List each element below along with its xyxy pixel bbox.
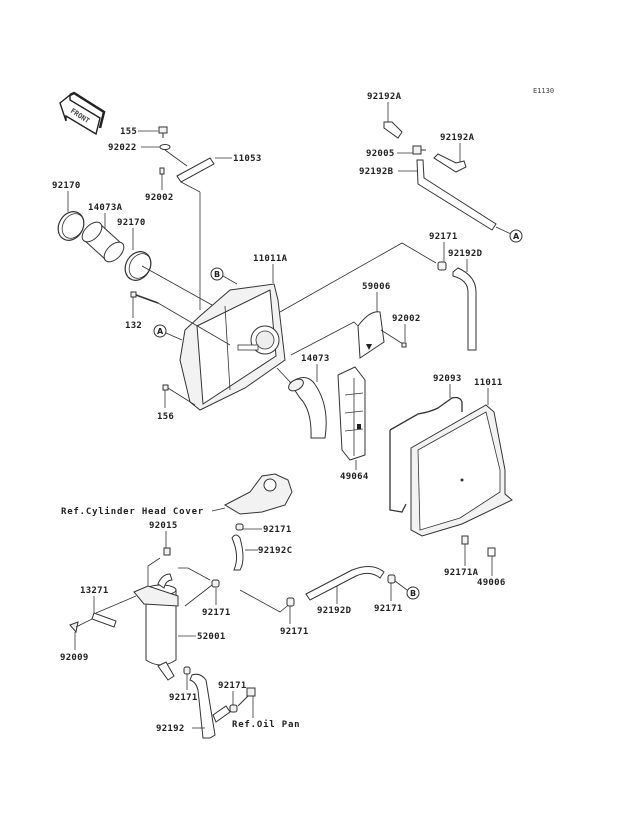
cover-11011 bbox=[410, 404, 513, 537]
label-92192D-top: 92192D bbox=[448, 249, 483, 259]
label-92002-top: 92002 bbox=[145, 193, 174, 203]
oil-pan-fitting bbox=[237, 687, 256, 707]
label-92171-top: 92171 bbox=[429, 232, 458, 242]
breather-52001 bbox=[133, 573, 179, 666]
label-155: 155 bbox=[120, 127, 137, 137]
clamp-92171-top bbox=[437, 261, 447, 271]
label-92171-h: 92171 bbox=[218, 681, 247, 691]
label-92192A-a: 92192A bbox=[367, 92, 402, 102]
label-14073A: 14073A bbox=[88, 203, 123, 213]
label-92170-b: 92170 bbox=[117, 218, 146, 228]
gasket-92093 bbox=[389, 396, 463, 513]
ref-b-label-top: B bbox=[214, 270, 220, 279]
cylinder-head-cover-ref bbox=[223, 473, 293, 515]
label-92005: 92005 bbox=[366, 149, 395, 159]
screw-92002 bbox=[159, 167, 165, 175]
label-92171-g: 92171 bbox=[169, 693, 198, 703]
label-92171-e: 92171 bbox=[280, 627, 309, 637]
ref-b-label-bottom: B bbox=[410, 589, 416, 598]
pin-13271 bbox=[91, 612, 117, 628]
front-arrow-icon: FRONT bbox=[59, 91, 106, 136]
screw-92002-mid bbox=[401, 342, 407, 348]
hose-92192A-a bbox=[383, 121, 403, 139]
cover-59006 bbox=[357, 311, 385, 359]
label-92192C: 92192C bbox=[258, 546, 292, 556]
bolt-156 bbox=[162, 384, 169, 391]
label-52001: 52001 bbox=[197, 632, 226, 642]
duct-14073A bbox=[81, 221, 125, 263]
label-92171A: 92171A bbox=[444, 568, 479, 578]
ref-a-label-right: A bbox=[513, 232, 520, 241]
clamp-92171-d bbox=[211, 579, 220, 588]
ref-b-circle-top bbox=[210, 267, 224, 281]
label-156: 156 bbox=[157, 412, 174, 422]
label-11011: 11011 bbox=[474, 378, 503, 388]
label-ref-oil-pan: Ref.Oil Pan bbox=[232, 719, 300, 730]
clamp-92171-h bbox=[229, 704, 238, 713]
element-49064 bbox=[337, 366, 366, 461]
label-14073: 14073 bbox=[301, 354, 330, 364]
hose-92192C bbox=[231, 534, 244, 571]
duct-14073 bbox=[289, 377, 327, 439]
hose-92192A-b bbox=[433, 153, 467, 173]
washer-92022 bbox=[159, 144, 171, 150]
hose-92192D-bottom bbox=[305, 566, 385, 601]
bracket-11053 bbox=[176, 157, 215, 183]
bolt-92009 bbox=[69, 621, 79, 634]
clamp-92171-g bbox=[183, 666, 191, 675]
diagram-code: E1130 bbox=[533, 87, 554, 95]
clamp-92170-b bbox=[124, 251, 152, 281]
label-49064: 49064 bbox=[340, 472, 369, 482]
label-92009: 92009 bbox=[60, 653, 89, 663]
clamp-92171-e bbox=[286, 597, 295, 607]
label-11011A: 11011A bbox=[253, 254, 288, 264]
label-49006: 49006 bbox=[477, 578, 506, 588]
label-11053: 11053 bbox=[233, 154, 262, 164]
label-92171-f: 92171 bbox=[374, 604, 403, 614]
ref-b-circle-bottom bbox=[406, 586, 420, 600]
clamp-92171-c bbox=[235, 523, 244, 531]
label-132: 132 bbox=[125, 321, 142, 331]
label-92192A-b: 92192A bbox=[440, 133, 475, 143]
ref-a-label-left: A bbox=[157, 327, 164, 336]
bolt-155 bbox=[158, 126, 168, 138]
label-92192B: 92192B bbox=[359, 167, 394, 177]
hose-92192D-top bbox=[452, 267, 477, 351]
hose-92192B bbox=[416, 159, 497, 231]
hose-92192 bbox=[189, 673, 216, 739]
ref-a-circle-right bbox=[509, 229, 523, 243]
label-59006: 59006 bbox=[362, 282, 391, 292]
label-92192: 92192 bbox=[156, 724, 185, 734]
label-92002-mid: 92002 bbox=[392, 314, 421, 324]
bolt-132 bbox=[130, 291, 159, 304]
bolt-92015 bbox=[163, 547, 171, 556]
housing-11011A bbox=[179, 283, 286, 411]
clamp-92171-f bbox=[387, 574, 396, 584]
clamp-92170-a bbox=[57, 211, 85, 241]
label-92022: 92022 bbox=[108, 143, 137, 153]
label-92015: 92015 bbox=[149, 521, 178, 531]
fitting-92005 bbox=[412, 145, 426, 155]
plug-49006 bbox=[487, 547, 496, 557]
ref-a-circle-left bbox=[153, 324, 167, 338]
clamp-92171A bbox=[461, 535, 469, 545]
label-ref-cylinder-head-cover: Ref.Cylinder Head Cover bbox=[61, 506, 204, 517]
label-92170-a: 92170 bbox=[52, 181, 81, 191]
label-92192D-bottom: 92192D bbox=[317, 606, 352, 616]
label-92171-c: 92171 bbox=[263, 525, 292, 535]
label-13271: 13271 bbox=[80, 586, 109, 596]
label-92093: 92093 bbox=[433, 374, 462, 384]
label-92171-d: 92171 bbox=[202, 608, 231, 618]
